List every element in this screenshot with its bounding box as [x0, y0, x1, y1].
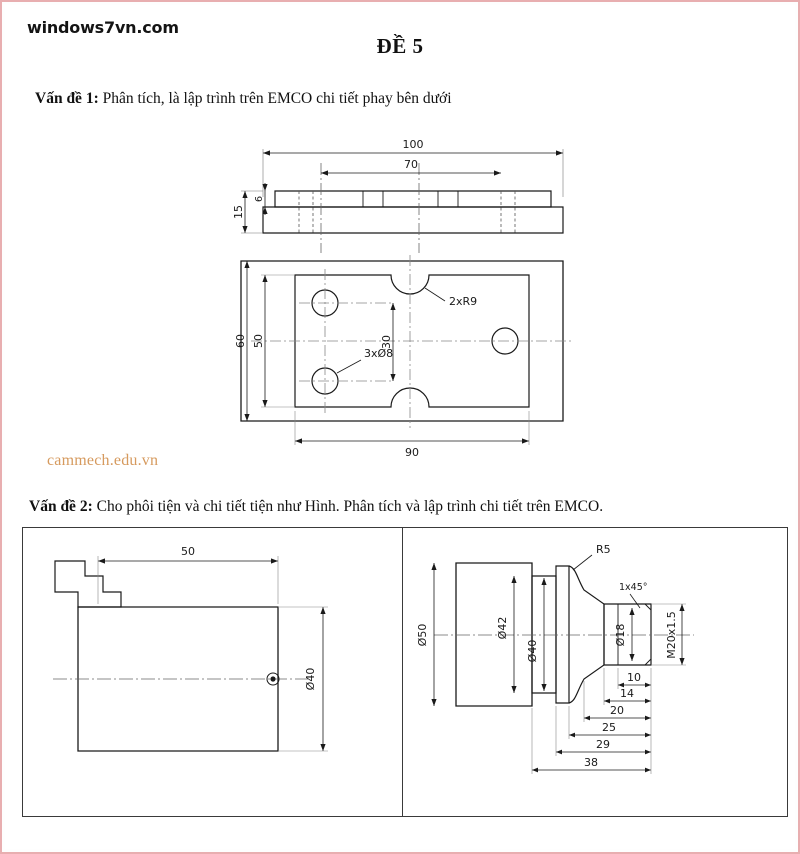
- figure-turning: 50 Ø40: [22, 527, 788, 817]
- dim-label-blank-d40: Ø40: [304, 668, 317, 691]
- site-tag: windows7vn.com: [27, 18, 179, 37]
- note-2xr9: 2xR9: [449, 295, 477, 308]
- dim-label-thread: M20x1.5: [665, 611, 678, 659]
- dim-label-len-29: 29: [596, 738, 610, 751]
- problem-statement-2: Vấn đề 2: Cho phôi tiện và chi tiết tiện…: [29, 497, 603, 516]
- dim-label-60: 60: [234, 334, 247, 348]
- dim-label-d18: Ø18: [614, 624, 627, 647]
- dim-label-15: 15: [232, 205, 245, 219]
- page-inner: windows7vn.com ĐỀ 5 Vấn đề 1: Phân tích,…: [5, 5, 795, 849]
- page-title: ĐỀ 5: [376, 34, 424, 58]
- dim-label-len-10: 10: [627, 671, 641, 684]
- note-r5: R5: [596, 543, 611, 556]
- dim-label-90: 90: [405, 446, 419, 459]
- note-chamfer: 1x45°: [619, 582, 648, 593]
- dim-label-50: 50: [252, 334, 265, 348]
- problem-1-text: Phân tích, là lập trình trên EMCO chi ti…: [98, 90, 452, 107]
- problem-statement-1: Vấn đề 1: Phân tích, là lập trình trên E…: [35, 89, 452, 108]
- dim-label-blank-50: 50: [181, 545, 195, 558]
- problem-1-lead: Vấn đề 1:: [35, 90, 99, 107]
- note-3xd8: 3xØ8: [364, 347, 393, 360]
- dim-label-len-14: 14: [620, 687, 634, 700]
- dim-label-70: 70: [404, 158, 418, 171]
- dim-label-d40: Ø40: [526, 640, 539, 663]
- problem-2-text: Cho phôi tiện và chi tiết tiện như Hình.…: [92, 498, 604, 515]
- problem-2-lead: Vấn đề 2:: [29, 498, 93, 515]
- dim-label-len-20: 20: [610, 704, 624, 717]
- dim-label-6: 6: [254, 196, 265, 202]
- dim-label-30: 30: [380, 335, 393, 349]
- watermark-text: cammech.edu.vn: [47, 452, 159, 469]
- figure-milled-plate: 100 70 15 6 60 50 30 90 2xR9 3xØ8: [232, 123, 593, 468]
- dim-label-d42: Ø42: [496, 617, 509, 640]
- dim-label-100: 100: [403, 138, 424, 151]
- dim-label-len-25: 25: [602, 721, 616, 734]
- dim-label-d50: Ø50: [416, 624, 429, 647]
- dim-label-len-38: 38: [584, 756, 598, 769]
- figure-divider: [402, 528, 403, 816]
